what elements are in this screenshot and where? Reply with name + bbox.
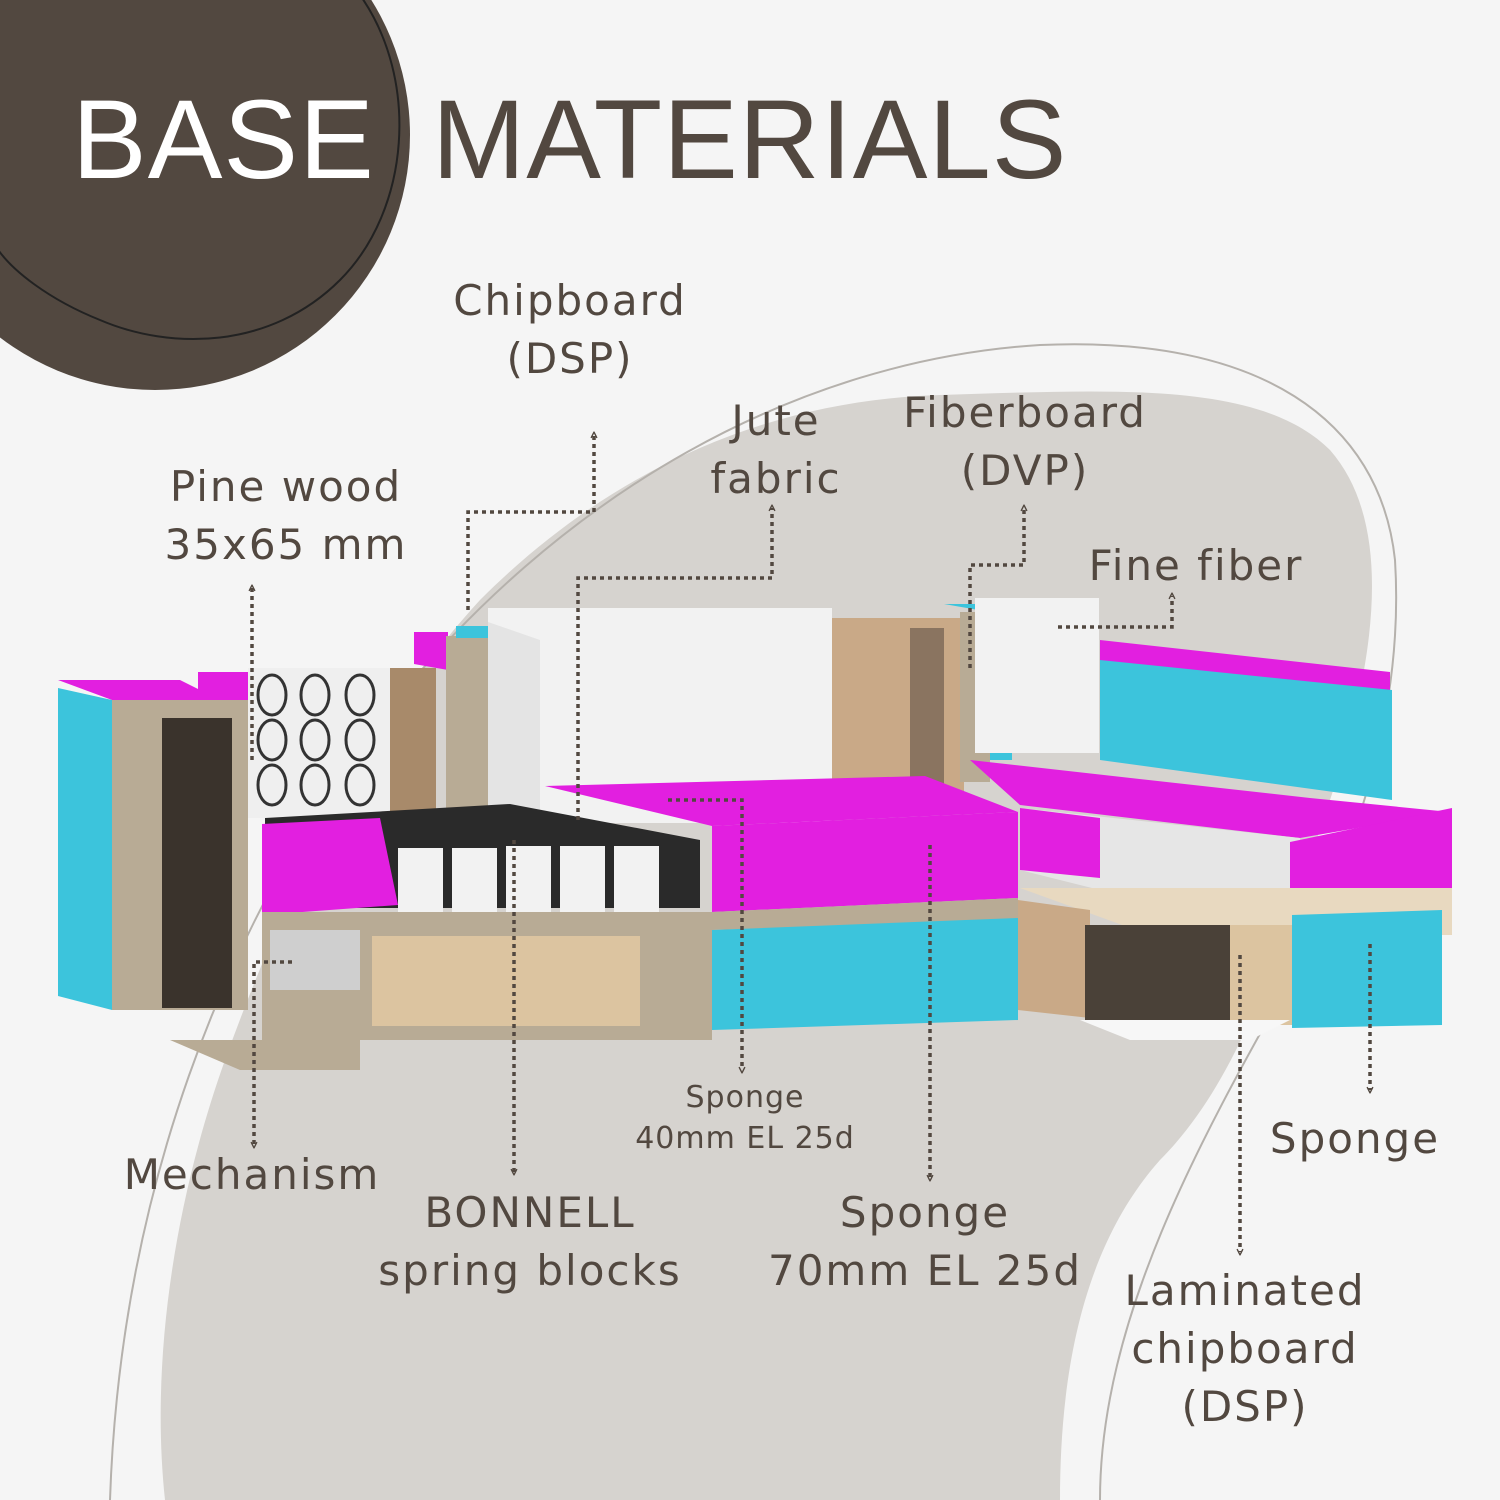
- middle-seat-magenta-top: [545, 776, 1018, 826]
- label-fine-fiber: Fine fiber: [1076, 537, 1316, 595]
- label-line: chipboard: [1131, 1323, 1359, 1373]
- right-seat-back-magenta: [1290, 808, 1452, 888]
- label-line: (DSP): [506, 333, 634, 383]
- label-line: (DVP): [960, 445, 1090, 495]
- left-armrest-top-magenta: [198, 672, 262, 700]
- mechanism-bracket: [270, 930, 360, 990]
- title-word-materials: MATERIALS: [432, 77, 1068, 202]
- leader-mechanism: [254, 960, 292, 1145]
- middle-chipboard-panel: [832, 618, 964, 793]
- backrest-side: [488, 622, 540, 823]
- leader-chipboard: [466, 435, 594, 610]
- back-fiberboard: [390, 668, 436, 818]
- title-circle-outline: [0, 0, 401, 341]
- label-fiberboard: Fiberboard (DVP): [885, 384, 1165, 500]
- right-seat-front-magenta: [1020, 808, 1100, 878]
- leader-jute: [576, 508, 772, 820]
- leader-sponge-40: [668, 798, 742, 1070]
- left-armrest-cavity: [162, 718, 232, 1008]
- label-sponge: Sponge: [1250, 1110, 1460, 1168]
- label-line: 40mm EL 25d: [635, 1120, 855, 1156]
- left-seat-drawer: [372, 936, 640, 1026]
- right-back-cyan: [1100, 660, 1392, 800]
- right-seat-chipboard-front: [1018, 900, 1090, 1018]
- label-line: Sponge: [839, 1188, 1011, 1237]
- left-seat-front-magenta: [262, 818, 398, 915]
- leader-fiberboard: [968, 508, 1024, 668]
- back-chipboard-post: [446, 636, 488, 816]
- sofa-illustration: [58, 598, 1452, 1070]
- label-line: (DSP): [1181, 1381, 1309, 1431]
- right-seat-floor: [1080, 1020, 1290, 1040]
- right-seat-cyan: [1292, 910, 1442, 1028]
- label-line: Chipboard: [453, 276, 687, 325]
- label-line: Fine fiber: [1088, 541, 1304, 590]
- back-top-magenta: [414, 632, 448, 670]
- label-pine-wood: Pine wood 35x65 mm: [146, 458, 426, 574]
- label-line: Fiberboard: [903, 388, 1147, 437]
- label-bonnell: BONNELL spring blocks: [370, 1184, 690, 1300]
- label-line: Laminated: [1124, 1266, 1366, 1315]
- right-back-magenta-top: [1100, 640, 1390, 692]
- leader-fine-fiber: [1058, 596, 1172, 629]
- label-sponge-70mm: Sponge 70mm EL 25d: [750, 1184, 1100, 1300]
- right-seat-magenta-top: [970, 760, 1450, 838]
- back-spring-coils: [256, 673, 376, 807]
- label-sponge-40mm: Sponge 40mm EL 25d: [620, 1078, 870, 1159]
- label-line: Sponge: [685, 1080, 805, 1115]
- middle-seat-magenta-front: [712, 812, 1018, 912]
- label-line: 35x65 mm: [164, 519, 408, 569]
- label-line: Mechanism: [123, 1150, 381, 1199]
- label-line: BONNELL: [424, 1188, 636, 1237]
- label-line: 70mm EL 25d: [767, 1245, 1082, 1295]
- label-line: Pine wood: [169, 462, 403, 511]
- label-laminated-chipboard: Laminated chipboard (DSP): [1110, 1262, 1380, 1436]
- title-circle: [0, 0, 410, 390]
- right-seat-storage: [1085, 925, 1230, 1020]
- back-cyan-strip: [456, 626, 492, 638]
- label-jute-fabric: Jute fabric: [696, 392, 856, 508]
- label-line: spring blocks: [378, 1245, 682, 1295]
- label-line: fabric: [710, 453, 842, 503]
- middle-seat-cyan: [712, 918, 1018, 1030]
- right-back-white: [975, 598, 1099, 753]
- leader-lines: [252, 435, 1370, 1252]
- left-armrest-top: [58, 680, 220, 700]
- left-armrest-foam: [58, 688, 112, 1010]
- label-mechanism: Mechanism: [112, 1146, 392, 1204]
- label-line: Sponge: [1269, 1114, 1441, 1163]
- left-seat-base: [170, 1040, 360, 1070]
- middle-gap: [910, 628, 944, 788]
- title-word-base: BASE: [72, 77, 375, 202]
- label-line: Jute: [731, 396, 821, 445]
- label-chipboard: Chipboard (DSP): [450, 272, 690, 388]
